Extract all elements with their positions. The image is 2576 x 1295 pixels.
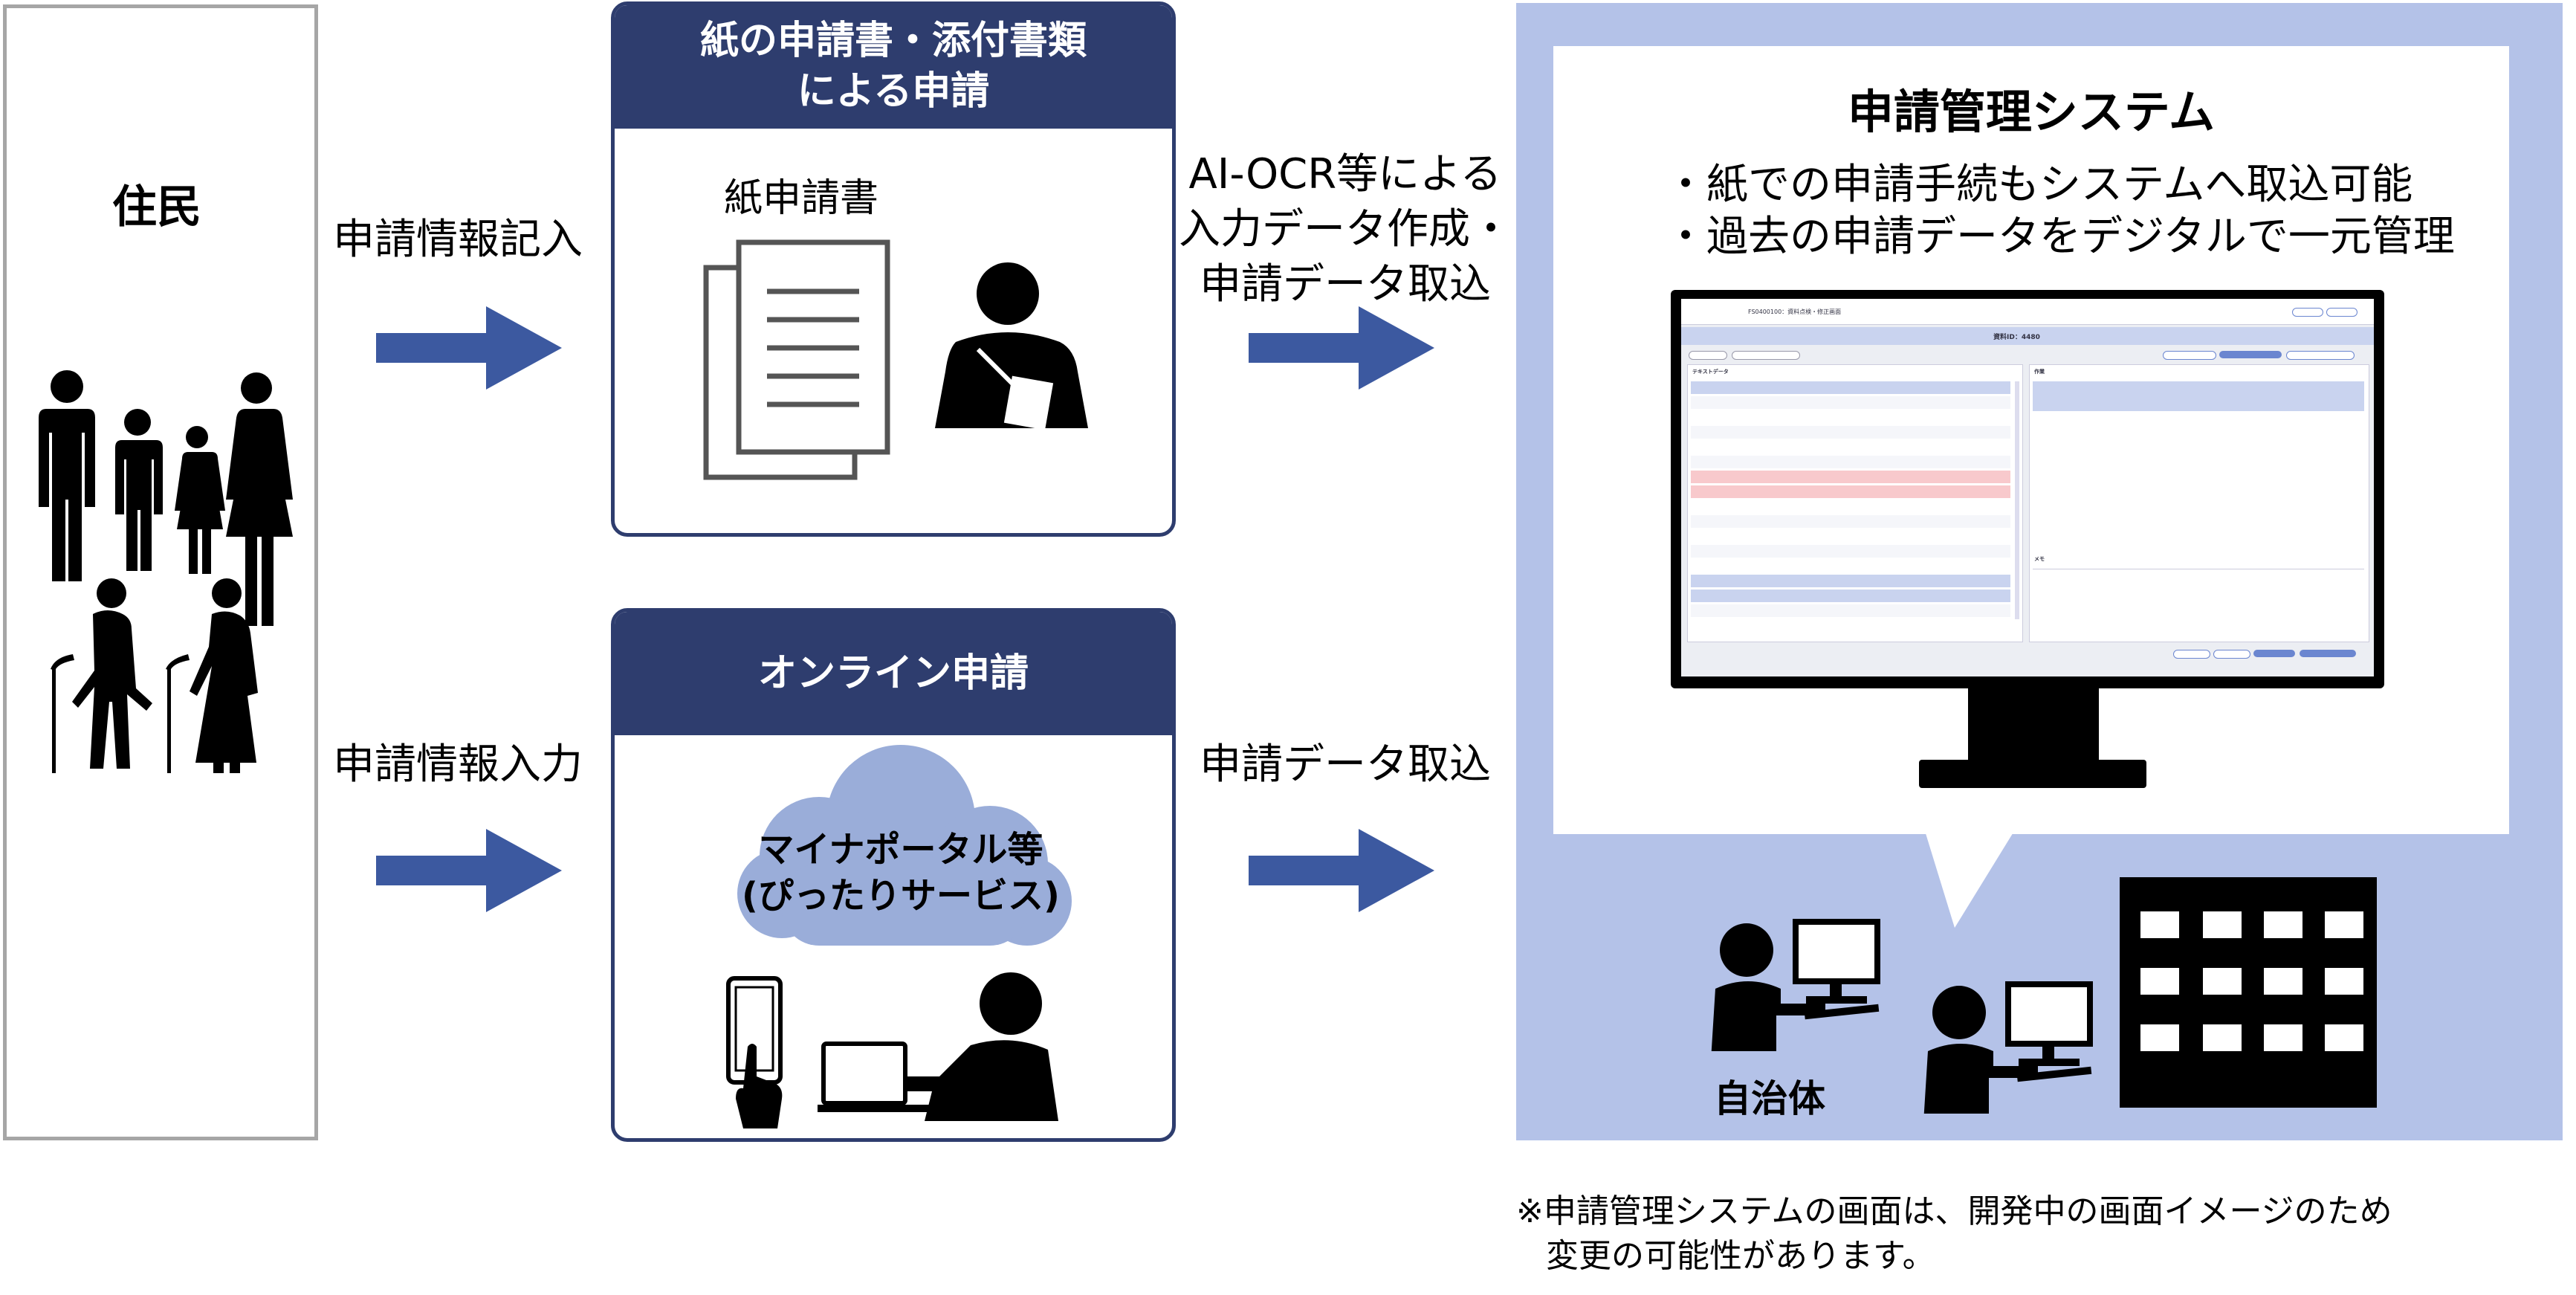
monitor-stand: [1968, 688, 2099, 763]
paper-card-title-line1: 紙の申請書・添付書類: [699, 19, 1087, 63]
cloud-icon: [737, 745, 1072, 946]
arrow-right-icon: [1249, 306, 1434, 390]
monitor-base: [1919, 760, 2146, 788]
label-ocr-line3: 申請データ取込: [1200, 260, 1491, 309]
screen-tab[interactable]: [1732, 351, 1800, 360]
cloud-label-line2: (ぴったりサービス): [742, 875, 1060, 917]
label-online-import: 申請データ取込: [1200, 740, 1491, 789]
system-title: 申請管理システム: [1847, 85, 2216, 139]
screen-footer-button[interactable]: [2253, 650, 2295, 657]
screen-footer-button[interactable]: [2213, 650, 2250, 659]
building-icon: [2120, 877, 2377, 1108]
screen-header-button[interactable]: [2292, 308, 2323, 317]
footnote-line2: 変更の可能性があります。: [1546, 1237, 1935, 1275]
footnote-line1: ※申請管理システムの画面は、開発中の画面イメージのため: [1516, 1192, 2392, 1230]
speech-bubble-tail: [1925, 831, 2014, 928]
screen-tab[interactable]: [1689, 351, 1727, 360]
arrow-right-icon: [376, 829, 562, 912]
residents-title: 住民: [112, 181, 201, 233]
screen-text-data-panel: テキストデータ: [1687, 364, 2023, 642]
cloud-label-line1: マイナポータル等: [758, 829, 1043, 871]
cloud-label: マイナポータル等 (ぴったりサービス): [715, 827, 1087, 919]
label-ocr-line1: AI-OCR等による: [1188, 150, 1502, 198]
screen-tab[interactable]: [2286, 351, 2355, 360]
footnote: ※申請管理システムの画面は、開発中の画面イメージのため 変更の可能性があります。: [1516, 1189, 2392, 1279]
app-screenshot: FS0400100：資料点検・修正画面 資料ID：4480 テキストデータ 作業…: [1681, 299, 2374, 676]
screen-text-data-label: テキストデータ: [1692, 369, 1729, 375]
person-laptop-icon: [818, 972, 1058, 1121]
online-card-title: オンライン申請: [615, 612, 1172, 735]
screen-work-panel: 作業 メモ: [2029, 364, 2369, 642]
smartphone-hand-icon: [726, 976, 783, 1128]
screen-footer-button[interactable]: [2300, 650, 2356, 657]
screen-tab-active[interactable]: [2219, 351, 2282, 358]
screen-id-label: 資料ID：4480: [1993, 334, 2040, 341]
system-bullets: ・紙での申請手続もシステムへ取込可能 ・過去の申請データをデジタルで一元管理: [1665, 159, 2455, 263]
municipality-label: 自治体: [1714, 1077, 1825, 1120]
person-writing-icon: [935, 262, 1088, 430]
screen-footer-button[interactable]: [2173, 650, 2210, 659]
arrow-right-icon: [376, 306, 562, 390]
label-paper-entry: 申請情報記入: [333, 216, 583, 264]
residents-people-icon: [39, 370, 293, 773]
arrow-right-icon: [1249, 829, 1434, 912]
documents-icon: [703, 239, 890, 480]
paper-card-title-line2: による申請: [797, 69, 990, 114]
screen-header-title: FS0400100：資料点検・修正画面: [1748, 309, 1842, 315]
screen-memo-label: メモ: [2034, 556, 2045, 562]
label-online-entry: 申請情報入力: [333, 740, 583, 789]
label-ocr-line2: 入力データ作成・: [1179, 205, 1512, 253]
label-ocr: AI-OCR等による 入力データ作成・ 申請データ取込: [1177, 147, 1513, 312]
screen-header-button[interactable]: [2326, 308, 2357, 317]
system-bullet-2: ・過去の申請データをデジタルで一元管理: [1665, 213, 2455, 261]
paper-doc-label: 紙申請書: [724, 176, 879, 221]
worker-pc-icon: [1711, 919, 1880, 1051]
screen-tab[interactable]: [2163, 351, 2216, 360]
system-bullet-1: ・紙での申請手続もシステムへ取込可能: [1665, 161, 2413, 209]
screen-work-label: 作業: [2034, 369, 2045, 375]
worker-pc-icon: [1923, 981, 2093, 1114]
